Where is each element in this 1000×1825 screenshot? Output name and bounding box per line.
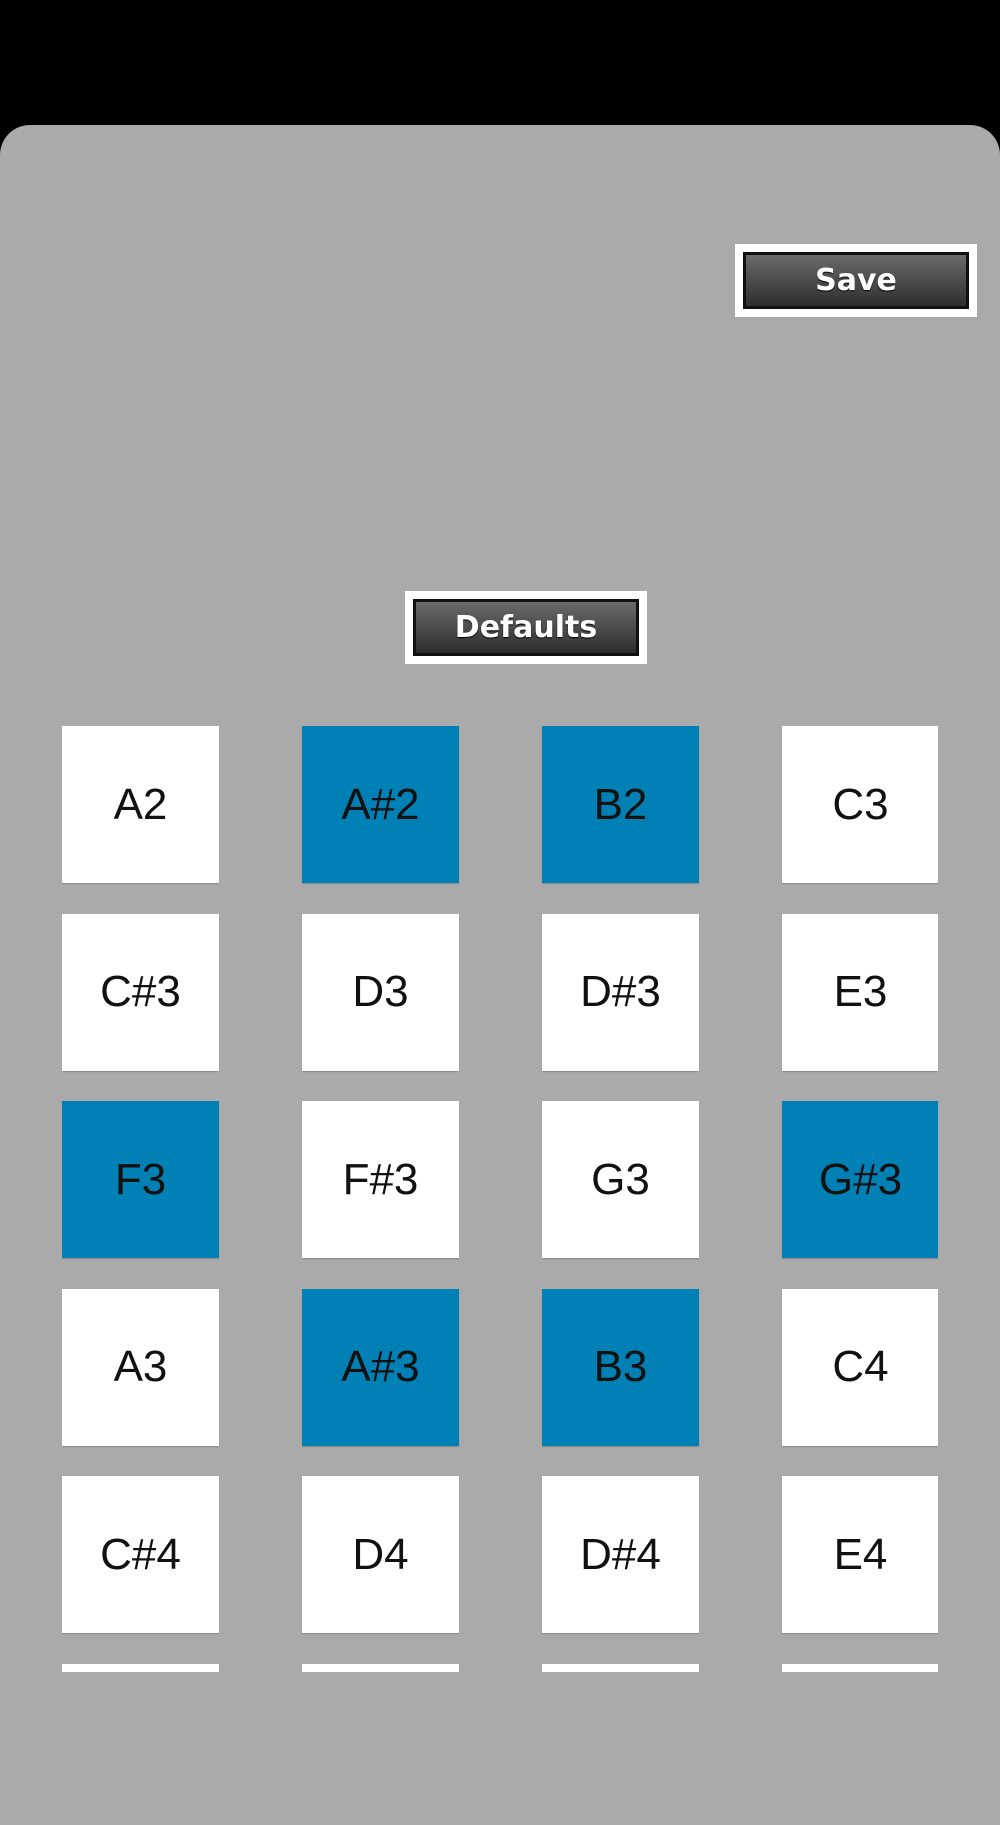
save-button[interactable]: Save (743, 252, 969, 309)
note-tile[interactable]: B3 (542, 1288, 699, 1446)
note-tile[interactable] (302, 1663, 459, 1672)
note-tile[interactable]: D4 (302, 1476, 459, 1633)
note-tile[interactable] (542, 1663, 699, 1672)
note-tile[interactable]: E4 (782, 1476, 938, 1633)
note-tile[interactable]: C#3 (62, 913, 219, 1071)
defaults-button-frame: Defaults (405, 591, 647, 664)
note-tile[interactable]: F#3 (302, 1101, 459, 1258)
note-tile[interactable]: C#4 (62, 1476, 219, 1633)
note-tile[interactable]: B2 (542, 726, 699, 883)
note-tile[interactable]: D#4 (542, 1476, 699, 1633)
note-tile[interactable]: G#3 (782, 1101, 938, 1258)
note-tile[interactable]: C3 (782, 726, 938, 883)
note-tile[interactable]: E3 (782, 913, 938, 1071)
note-tile[interactable]: A#3 (302, 1288, 459, 1446)
save-button-frame: Save (735, 244, 977, 317)
note-tile[interactable] (62, 1663, 219, 1672)
note-tile[interactable]: D#3 (542, 913, 699, 1071)
note-tile[interactable] (782, 1663, 938, 1672)
note-tile[interactable]: G3 (542, 1101, 699, 1258)
note-tile[interactable]: A3 (62, 1288, 219, 1446)
note-tile[interactable]: C4 (782, 1288, 938, 1446)
defaults-button[interactable]: Defaults (413, 599, 639, 656)
note-tile[interactable]: D3 (302, 913, 459, 1071)
note-tile[interactable]: F3 (62, 1101, 219, 1258)
note-tile[interactable]: A2 (62, 726, 219, 883)
note-tile[interactable]: A#2 (302, 726, 459, 883)
